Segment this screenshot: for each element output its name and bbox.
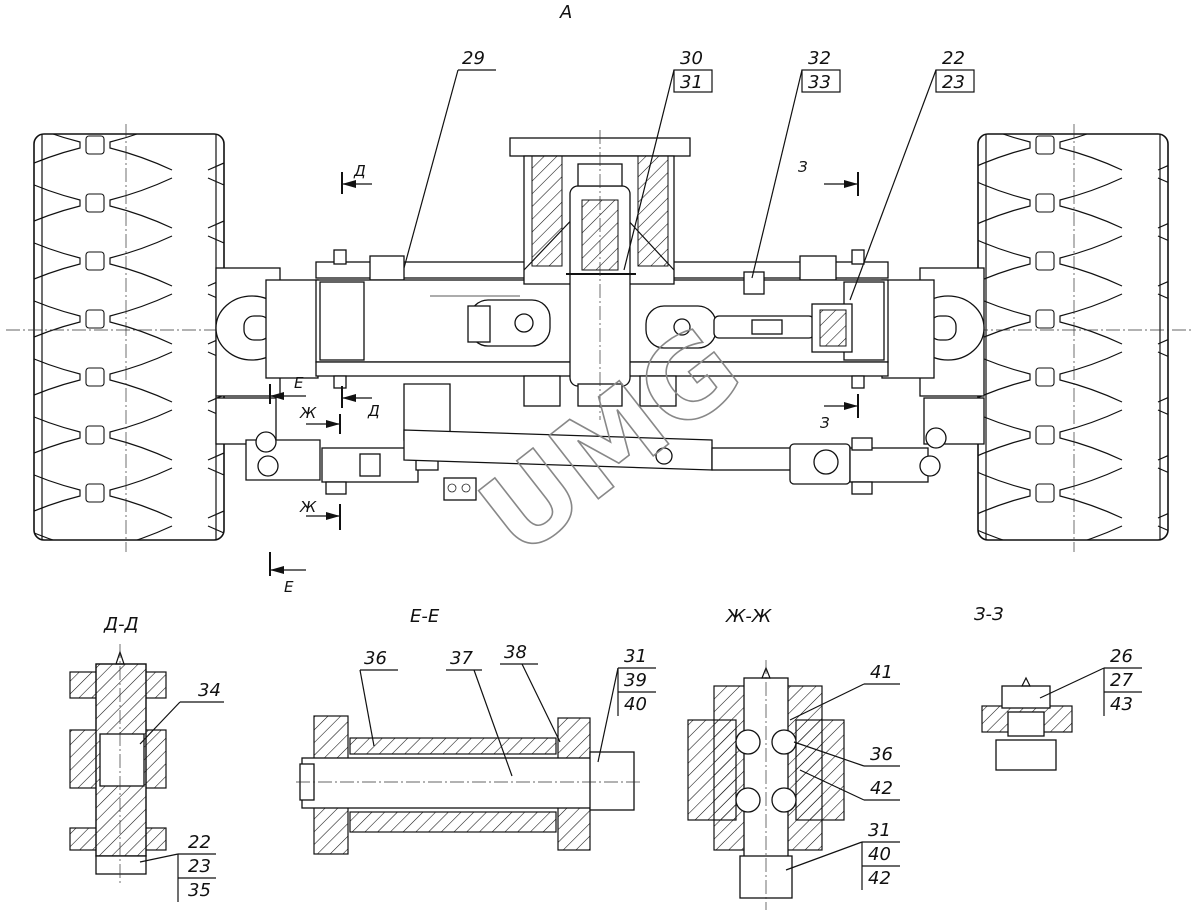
view-label: А [559,2,572,23]
section-zz-title: З-З [974,604,1004,625]
callout-33: 33 [808,72,831,93]
zhzh-callout-41: 41 [870,662,893,683]
mark-zh-mid: Ж [299,404,317,422]
callout-29: 29 [462,48,485,69]
left-link [467,299,551,347]
section-zz: З-З 26 27 43 [974,604,1142,771]
mark-d-mid: Д [367,402,380,420]
ee-callout-31: 31 [624,646,647,667]
mark-d-top: Д [353,162,366,180]
left-hub [215,267,319,445]
dd-callout-23: 23 [188,856,211,877]
dd-callout-35: 35 [188,880,211,901]
zz-callout-27: 27 [1110,670,1133,691]
steering-linkage [245,383,947,501]
mark-zh-bot: Ж [299,498,317,516]
right-wheel [977,124,1169,552]
zz-callout-26: 26 [1110,646,1133,667]
ee-callout-40: 40 [624,694,647,715]
section-marks: Д З З Д Е Ж Ж Е [269,158,859,596]
ee-callout-38: 38 [504,642,527,663]
dd-callout-22: 22 [188,832,211,853]
zz-callout-43: 43 [1110,694,1133,715]
zhzh-callout-40: 40 [868,844,891,865]
mark-z-mid: З [820,414,830,432]
ee-callout-39: 39 [624,670,647,691]
main-callouts: 29 30 31 32 33 22 23 [403,48,975,301]
center-pivot [509,130,691,420]
steering-rod [645,303,853,353]
section-ee: Е-Е 36 37 38 31 39 40 [296,606,656,855]
right-hub [881,267,985,445]
dd-callout-34: 34 [198,680,221,701]
callout-30: 30 [680,48,703,69]
zhzh-callout-42b: 42 [868,868,891,889]
zhzh-callout-36: 36 [870,744,893,765]
callout-22: 22 [942,48,965,69]
callout-32: 32 [808,48,831,69]
callout-23: 23 [942,72,965,93]
section-zhzh: Ж-Ж 41 36 42 31 40 42 [687,606,900,910]
section-zhzh-title: Ж-Ж [725,606,772,627]
zhzh-callout-31: 31 [868,820,891,841]
ee-callout-37: 37 [450,648,473,669]
section-dd: Д-Д 34 22 23 35 [69,614,224,902]
section-ee-title: Е-Е [410,606,440,627]
zhzh-callout-42: 42 [870,778,893,799]
section-dd-title: Д-Д [103,614,139,635]
mark-e-mid: Е [294,374,304,392]
mark-z-top: З [798,158,808,176]
ee-callout-36: 36 [364,648,387,669]
callout-31: 31 [680,72,703,93]
mark-e-bot: Е [284,578,294,596]
left-wheel [33,124,225,552]
